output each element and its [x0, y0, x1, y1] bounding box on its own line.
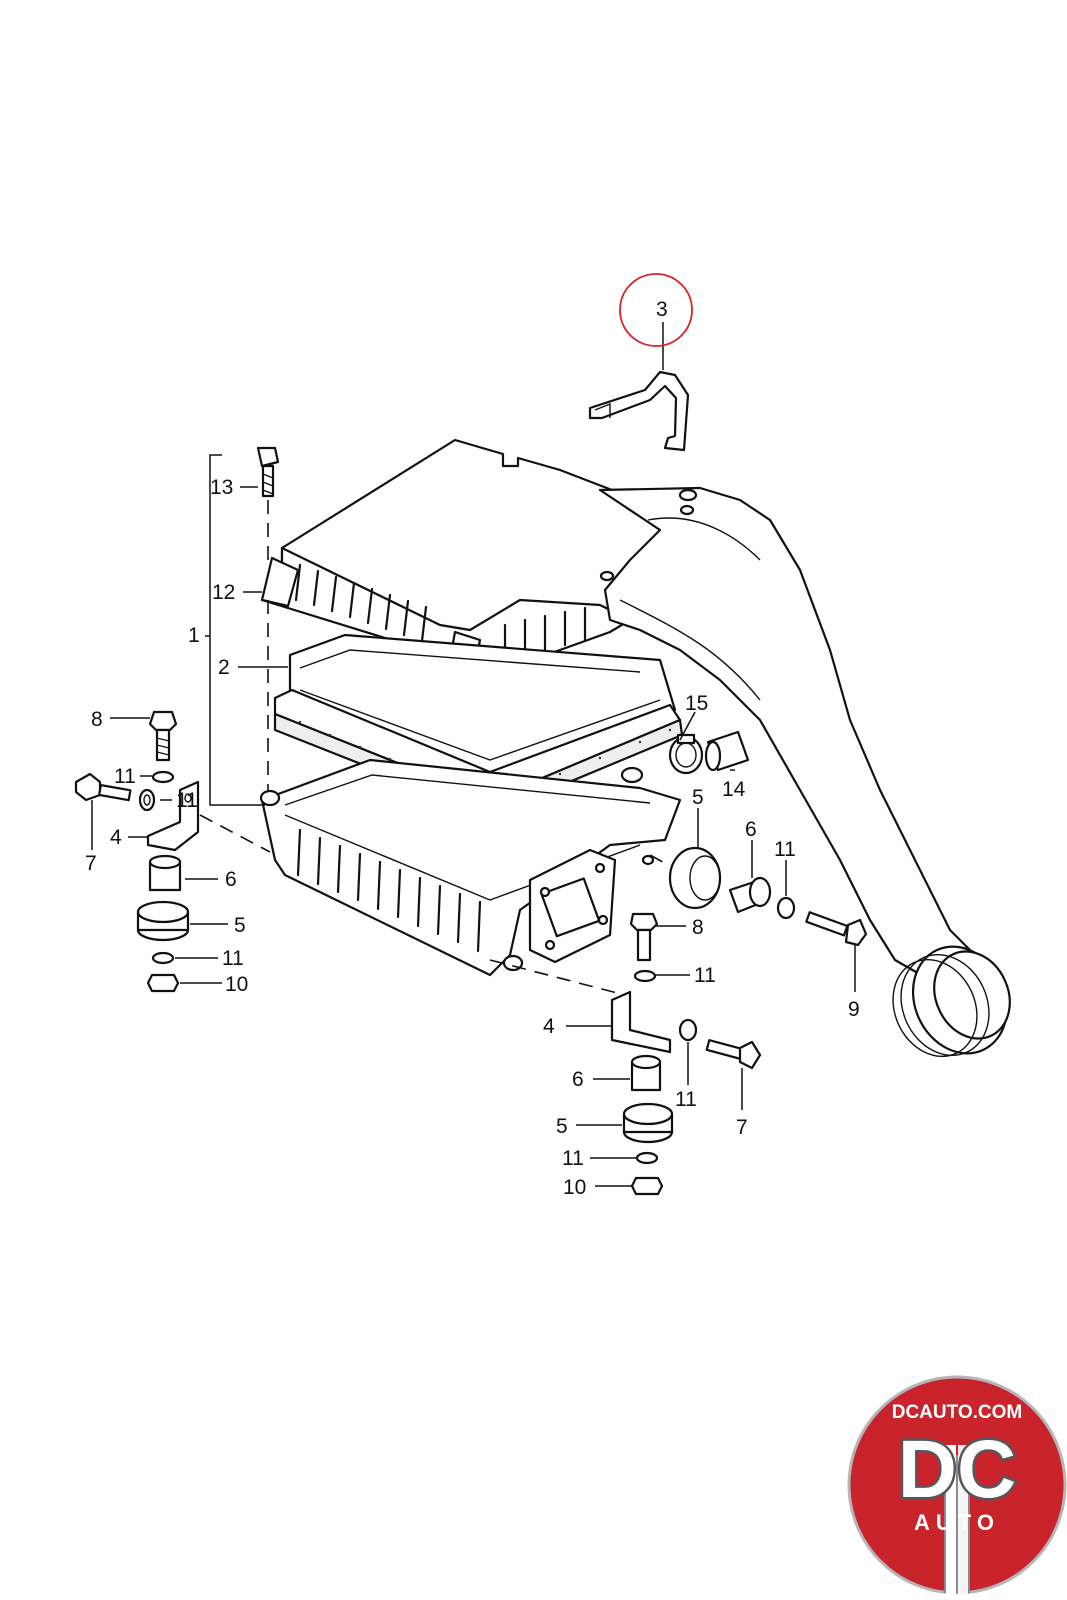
callout-9: 9	[848, 998, 860, 1021]
screw-and-clip	[256, 446, 280, 498]
logo-text-auto: AUTO	[914, 1510, 1000, 1535]
highlight-circle	[619, 273, 693, 347]
callout-7: 7	[85, 852, 97, 875]
logo-text-top: DCAUTO.COM	[892, 1402, 1023, 1423]
leader-lines	[91, 322, 856, 1187]
dcauto-logo: DCAUTO.COM DC AUTO	[847, 1375, 1067, 1595]
callout-5: 5	[234, 914, 246, 937]
callout-2: 2	[218, 656, 230, 679]
callout-11: 11	[176, 789, 198, 812]
callout-11: 11	[675, 1088, 697, 1111]
callout-11: 11	[774, 838, 796, 861]
callout-5: 5	[556, 1115, 568, 1138]
callout-labels: 1 2 3 4 4 5 5 5 6 6 6 7 7 8 8 9 10 10 11…	[85, 298, 860, 1199]
callout-3: 3	[656, 298, 668, 321]
callout-14: 14	[722, 778, 746, 801]
callout-15: 15	[685, 692, 708, 715]
callout-8: 8	[692, 916, 704, 939]
callout-8: 8	[91, 708, 103, 731]
callout-11: 11	[694, 964, 716, 987]
lower-housing-ribs	[296, 828, 482, 953]
callout-6: 6	[745, 818, 757, 841]
callout-4: 4	[110, 826, 122, 849]
callout-10: 10	[563, 1176, 586, 1199]
callout-10: 10	[225, 973, 248, 996]
air-filter-upper-housing	[260, 438, 1011, 1058]
callout-13: 13	[210, 476, 233, 499]
callout-12: 12	[212, 581, 235, 604]
assembly-bracket-1	[209, 454, 265, 806]
hardware-left-stack	[74, 710, 200, 993]
callout-5: 5	[692, 786, 704, 809]
callout-11: 11	[562, 1147, 584, 1170]
callout-11: 11	[114, 765, 136, 788]
callout-4: 4	[543, 1015, 555, 1038]
hardware-right-stack	[610, 846, 868, 1196]
logo-text-dc: DC	[898, 1424, 1016, 1515]
callout-11: 11	[222, 947, 244, 970]
bracket-part-3	[588, 370, 690, 452]
callout-1: 1	[188, 624, 200, 647]
air-filter-lower-housing	[259, 758, 682, 977]
callout-6: 6	[225, 868, 237, 891]
assembly-lines	[199, 500, 671, 996]
callout-7: 7	[736, 1116, 748, 1139]
hose-clamp-and-hose	[668, 730, 750, 775]
callout-6: 6	[572, 1068, 584, 1091]
